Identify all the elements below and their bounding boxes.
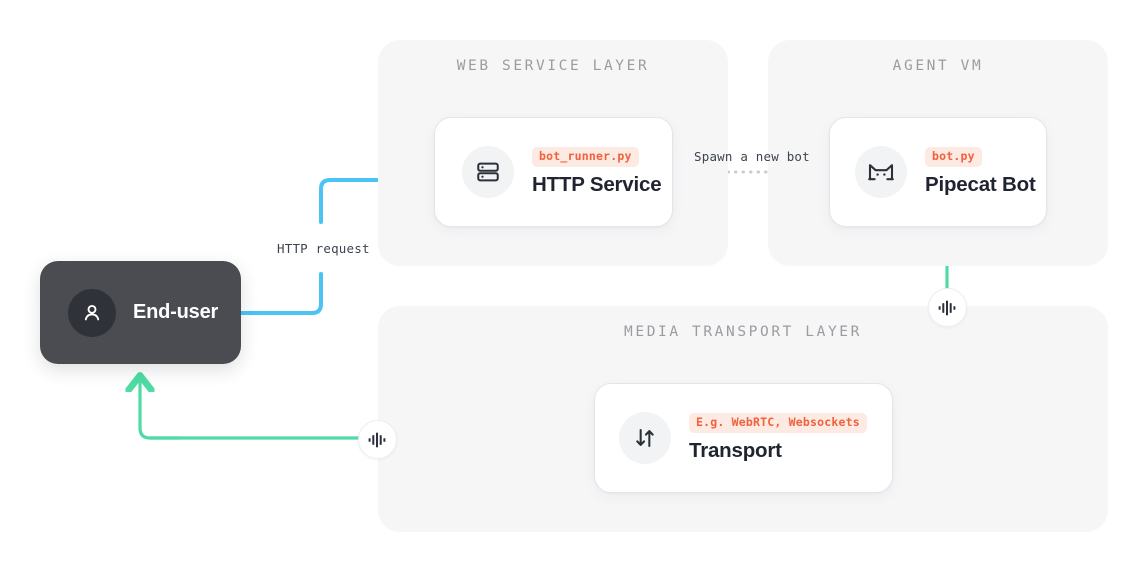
node-pipecat-bot-badge: bot.py bbox=[925, 147, 982, 167]
panel-title-agent-vm: AGENT VM bbox=[892, 58, 984, 74]
user-icon bbox=[84, 304, 100, 320]
node-http-service-badge: bot_runner.py bbox=[532, 147, 639, 167]
http-request-line-lower bbox=[239, 272, 323, 315]
node-transport[interactable]: E.g. WebRTC, Websockets Transport bbox=[594, 383, 893, 493]
panel-title-web-service-layer: WEB SERVICE LAYER bbox=[456, 58, 650, 74]
node-pipecat-bot-text: bot.py Pipecat Bot bbox=[925, 147, 1036, 196]
avatar bbox=[68, 288, 116, 337]
node-http-service-title: HTTP Service bbox=[532, 172, 662, 196]
media-badge-right bbox=[928, 288, 967, 327]
up-down-arrows-icon bbox=[636, 428, 654, 448]
media-badge-left bbox=[358, 420, 397, 459]
audio-waveform-icon bbox=[938, 300, 956, 315]
node-http-service[interactable]: bot_runner.py HTTP Service bbox=[434, 117, 673, 227]
node-pipecat-bot-title: Pipecat Bot bbox=[925, 172, 1036, 196]
node-transport-badge: E.g. WebRTC, Websockets bbox=[689, 413, 867, 433]
node-transport-icon-wrap bbox=[619, 412, 671, 464]
media-line-transport-to-user bbox=[140, 378, 182, 440]
node-transport-title: Transport bbox=[689, 438, 782, 462]
server-icon bbox=[477, 162, 499, 182]
audio-waveform-icon bbox=[368, 432, 386, 447]
node-transport-text: E.g. WebRTC, Websockets Transport bbox=[689, 413, 867, 462]
http-request-line-upper bbox=[319, 178, 412, 224]
connector-label-spawn-bot: Spawn a new bot bbox=[694, 149, 810, 164]
node-pipecat-bot[interactable]: bot.py Pipecat Bot bbox=[829, 117, 1047, 227]
connector-label-http-request: HTTP request bbox=[277, 241, 370, 256]
node-end-user[interactable]: End-user bbox=[40, 261, 241, 364]
pipecat-cat-icon bbox=[868, 164, 894, 181]
node-end-user-label: End-user bbox=[133, 301, 219, 323]
node-http-service-icon-wrap bbox=[462, 146, 514, 198]
node-http-service-text: bot_runner.py HTTP Service bbox=[532, 147, 662, 196]
panel-title-media-transport-layer: MEDIA TRANSPORT LAYER bbox=[624, 324, 862, 340]
node-pipecat-bot-icon-wrap bbox=[855, 146, 907, 198]
